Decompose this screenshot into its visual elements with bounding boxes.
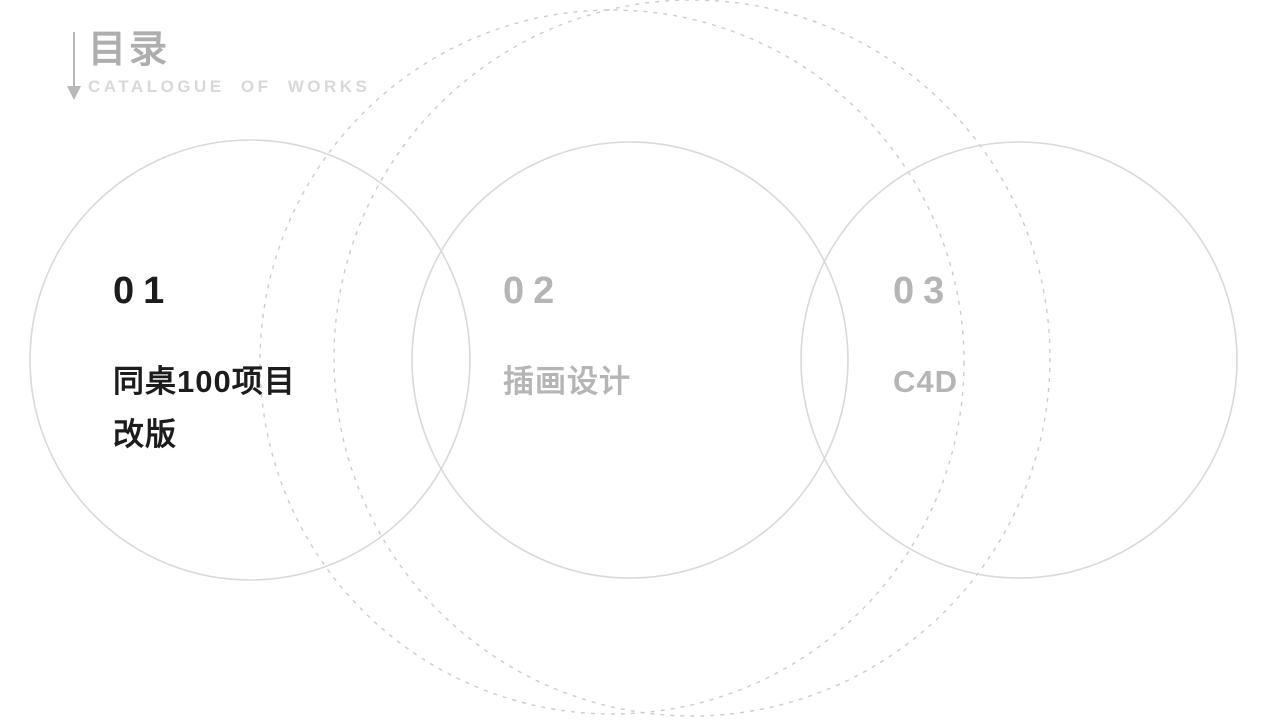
toc-item-number: 02 — [503, 270, 564, 312]
page-title: 目录 — [88, 29, 171, 71]
toc-item-title-line-1: 插画设计 — [503, 364, 631, 399]
toc-circle-3 — [800, 141, 1238, 579]
header-text: 目录 CATALOGUE OF WORKS — [88, 29, 371, 97]
toc-item-number: 01 — [113, 270, 174, 312]
toc-item-title: 插画设计 — [503, 355, 813, 408]
toc-item-2[interactable]: 02 插画设计 — [503, 272, 813, 408]
toc-item-title: 同桌100项目 改版 — [113, 355, 423, 461]
page-subtitle: CATALOGUE OF WORKS — [88, 76, 371, 96]
toc-item-title-line-1: 同桌100项目 — [113, 364, 296, 399]
toc-item-title: C4D — [893, 355, 1203, 408]
toc-item-3[interactable]: 03 C4D — [893, 272, 1203, 408]
dashed-circle-left — [259, 9, 965, 715]
toc-circle-1 — [29, 139, 471, 581]
down-arrow-icon — [67, 32, 81, 100]
toc-item-title-line-1: C4D — [893, 364, 959, 399]
dashed-circle-right — [333, 0, 1051, 717]
arrow-head — [67, 86, 81, 100]
toc-item-title-line-2: 改版 — [113, 417, 177, 452]
toc-item-number: 03 — [893, 270, 954, 312]
toc-item-1[interactable]: 01 同桌100项目 改版 — [113, 272, 423, 461]
toc-circle-2 — [411, 141, 849, 579]
slide-header: 目录 CATALOGUE OF WORKS — [64, 29, 371, 102]
